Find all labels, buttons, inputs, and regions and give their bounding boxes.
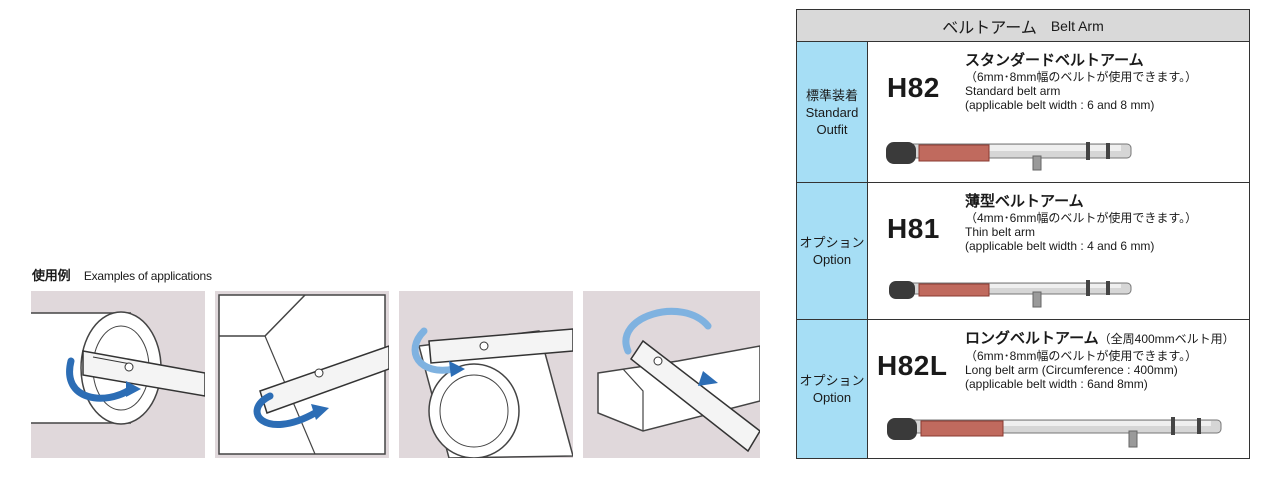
belt-arm-header: ベルトアーム Belt Arm: [797, 10, 1249, 42]
application-image-1: [31, 291, 205, 458]
belt-arm-row-h81: オプション Option H81 薄型ベルトアーム （4mm･6mm幅のベルトが…: [797, 183, 1249, 320]
row-label-jp: オプション: [799, 235, 865, 250]
model-name-en: Long belt arm (Circumference : 400mm): [965, 363, 1178, 377]
model-code: H82L: [877, 350, 948, 381]
model-width-en: (applicable belt width : 6and 8mm): [965, 377, 1148, 391]
belt-arm-row-h82: 標準装着 Standard Outfit H82 スタンダードベルトアーム （6…: [797, 42, 1249, 183]
model-width-en: (applicable belt width : 6 and 8 mm): [965, 98, 1155, 112]
model-description: 薄型ベルトアーム （4mm･6mm幅のベルトが使用できます。） Thin bel…: [965, 192, 1197, 253]
model-width-jp: （6mm･8mm幅のベルトが使用できます。）: [965, 349, 1198, 363]
model-code: H81: [887, 213, 940, 244]
belt-arm-table: ベルトアーム Belt Arm 標準装着 Standard Outfit H82…: [796, 9, 1250, 459]
model-name-jp: スタンダードベルトアーム: [965, 52, 1144, 69]
application-image-2: [215, 291, 389, 458]
row-label: オプション Option: [797, 320, 868, 458]
application-image-3: [399, 291, 573, 458]
model-description: ロングベルトアーム（全周400mmベルト用） （6mm･8mm幅のベルトが使用で…: [965, 329, 1235, 391]
row-label-jp: オプション: [799, 373, 865, 388]
model-width-en: (applicable belt width : 4 and 6 mm): [965, 239, 1155, 253]
model-name-jp: 薄型ベルトアーム: [965, 193, 1084, 210]
applications-title-jp: 使用例: [32, 268, 71, 283]
belt-arm-header-en: Belt Arm: [1050, 17, 1104, 34]
model-name-jp: ロングベルトアーム（全周400mmベルト用）: [965, 330, 1235, 347]
belt-arm-photo: [889, 280, 1132, 308]
row-label: オプション Option: [797, 183, 868, 319]
application-image-4: [583, 291, 760, 458]
model-name-en: Standard belt arm: [965, 84, 1061, 98]
applications-title: 使用例 Examples of applications: [32, 265, 212, 284]
model-code: H82: [887, 72, 940, 103]
belt-arm-row-h82l: オプション Option H82L ロングベルトアーム（全周400mmベルト用）…: [797, 320, 1249, 458]
applications-title-en: Examples of applications: [83, 269, 212, 283]
model-width-jp: （4mm･6mm幅のベルトが使用できます。）: [965, 211, 1198, 225]
row-label-en-1: Standard: [805, 104, 859, 120]
row-label-en-1: Option: [812, 252, 852, 267]
row-label-en-1: Option: [812, 390, 852, 405]
belt-arm-photo: [886, 142, 1132, 171]
row-label-jp: 標準装着: [805, 87, 858, 103]
row-label: 標準装着 Standard Outfit: [797, 42, 868, 182]
model-description: スタンダードベルトアーム （6mm･8mm幅のベルトが使用できます。） Stan…: [965, 51, 1197, 112]
belt-arm-photo: [887, 417, 1222, 448]
belt-arm-header-jp: ベルトアーム: [942, 19, 1037, 37]
model-name-en: Thin belt arm: [965, 225, 1036, 239]
model-width-jp: （6mm･8mm幅のベルトが使用できます。）: [965, 70, 1198, 84]
row-label-en-2: Outfit: [816, 121, 848, 137]
